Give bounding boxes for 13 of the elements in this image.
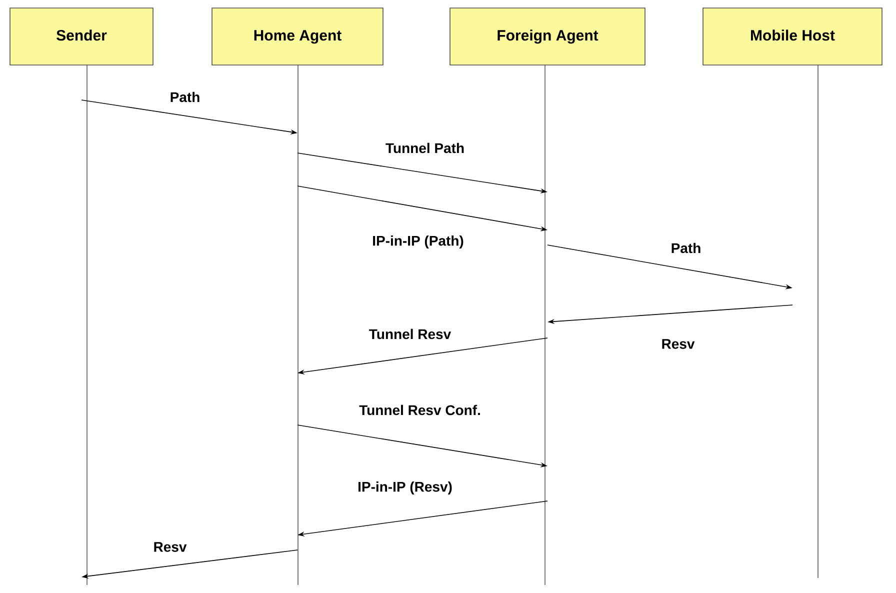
edge-label: Tunnel Resv — [368, 328, 452, 340]
edge-label: Tunnel Path — [384, 142, 466, 154]
participant-box: Sender — [10, 8, 154, 66]
edge-label: Path — [670, 242, 702, 254]
edge-label: Resv — [660, 338, 696, 350]
edge-label: IP-in-IP (Resv) — [356, 480, 454, 496]
participant-box: Mobile Host — [702, 8, 882, 66]
edge-label: Path — [168, 90, 202, 104]
edge-label: Resv — [152, 541, 188, 553]
participant-box: Home Agent — [212, 8, 384, 66]
edge-label: Tunnel Resv Conf. — [358, 404, 482, 416]
edge-label: IP-in-IP (Path) — [371, 234, 465, 250]
participant-box: Foreign Agent — [450, 8, 646, 66]
